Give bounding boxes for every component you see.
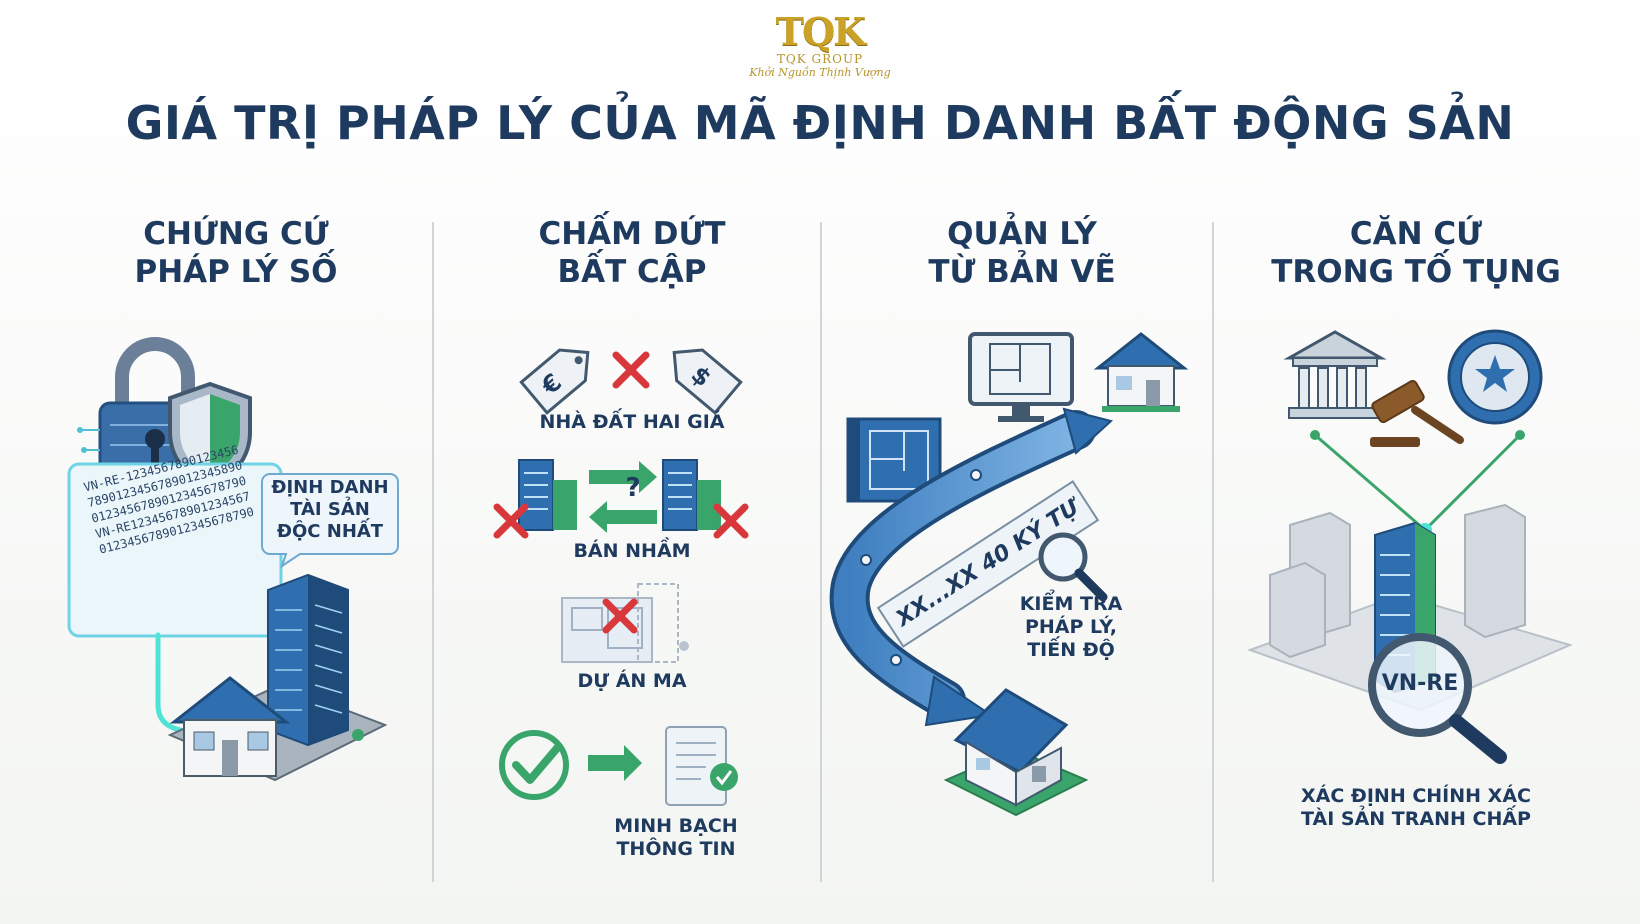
column-title: CĂN CỨ TRONG TỐ TỤNG xyxy=(1220,215,1612,291)
ghost-project-icon xyxy=(561,583,689,663)
column-blueprint-management: QUẢN LÝ TỪ BẢN VẼ xyxy=(826,215,1218,895)
column-title: QUẢN LÝ TỪ BẢN VẼ xyxy=(826,215,1218,291)
item-label-line: THÔNG TIN xyxy=(616,838,736,860)
column-divider xyxy=(1212,222,1214,882)
bubble-label: ĐỊNH DANH TÀI SẢN ĐỘC NHẤT xyxy=(262,477,398,543)
house-icon xyxy=(169,676,291,777)
check-label-line: KIỂM TRA xyxy=(1019,593,1123,615)
check-label: KIỂM TRA PHÁP LÝ, TIẾN ĐỘ xyxy=(1016,593,1126,662)
item-label: MINH BẠCH THÔNG TIN xyxy=(606,815,746,861)
column-title: CHẤM DỨT BẤT CẬP xyxy=(436,215,828,291)
flow-arrow xyxy=(829,407,1114,727)
bubble-line: ĐỘC NHẤT xyxy=(276,521,384,542)
item-label: NHÀ ĐẤT HAI GIÁ xyxy=(539,411,725,433)
gavel-icon xyxy=(1370,379,1464,447)
caption-line: TÀI SẢN TRANH CHẤP xyxy=(1301,808,1531,830)
price-tag-icon: € $ xyxy=(519,348,743,415)
caption: XÁC ĐỊNH CHÍNH XÁC TÀI SẢN TRANH CHẤP xyxy=(1220,785,1612,831)
logo-name: TQK GROUP xyxy=(776,52,864,66)
column-title-line: BẤT CẬP xyxy=(557,254,707,290)
caption-line: XÁC ĐỊNH CHÍNH XÁC xyxy=(1301,785,1531,807)
logo-mark: TQK xyxy=(775,9,866,54)
column-divider xyxy=(820,222,822,882)
column-title: CHỨNG CỨ PHÁP LÝ SỐ xyxy=(40,215,432,291)
page-title: GIÁ TRỊ PHÁP LÝ CỦA MÃ ĐỊNH DANH BẤT ĐỘN… xyxy=(125,96,1515,150)
item-label: BÁN NHẦM xyxy=(573,540,691,562)
column-title-line: TỪ BẢN VẼ xyxy=(928,254,1116,290)
verified-document-icon xyxy=(499,726,738,806)
column-title-line: CĂN CỨ xyxy=(1349,216,1483,252)
monitor-icon xyxy=(968,332,1074,422)
item-label: DỰ ÁN MA xyxy=(577,670,687,692)
column-digital-evidence: CHỨNG CỨ PHÁP LÝ SỐ VN-RE xyxy=(40,215,432,895)
column-title-line: TRONG TỐ TỤNG xyxy=(1271,254,1561,290)
column-end-shortcomings: CHẤM DỨT BẤT CẬP € $ NHÀ ĐẤT HAI GIÁ xyxy=(436,215,828,895)
cross-icon xyxy=(612,351,650,389)
shield-icon xyxy=(168,381,252,489)
column-title-line: CHẤM DỨT xyxy=(538,216,726,252)
bubble-line: TÀI SẢN xyxy=(290,499,370,520)
check-label-line: TIẾN ĐỘ xyxy=(1027,639,1115,661)
courthouse-icon xyxy=(1283,330,1387,419)
column-title-line: QUẢN LÝ xyxy=(947,216,1097,252)
magnifier-icon xyxy=(1038,532,1108,602)
brand-logo: TQK TQK GROUP Khởi Nguồn Thịnh Vượng xyxy=(720,12,920,80)
house-icon xyxy=(1093,332,1189,412)
magnifier-icon xyxy=(1368,633,1507,764)
house-icon xyxy=(943,688,1089,817)
building-swap-icon xyxy=(493,459,749,539)
bubble-line: ĐỊNH DANH xyxy=(271,477,389,498)
connector-lines xyxy=(1310,430,1525,537)
column-litigation-basis: CĂN CỨ TRONG TỐ TỤNG xyxy=(1220,215,1612,895)
question-mark: ? xyxy=(625,473,641,503)
column-divider xyxy=(432,222,434,882)
logo-tagline: Khởi Nguồn Thịnh Vượng xyxy=(749,66,891,79)
column-title-line: CHỨNG CỨ xyxy=(143,216,329,252)
check-label-line: PHÁP LÝ, xyxy=(1024,616,1118,638)
national-emblem-icon xyxy=(1447,329,1543,425)
speech-bubble xyxy=(261,473,399,569)
column-title-line: PHÁP LÝ SỐ xyxy=(134,254,338,290)
lens-label: VN-RE xyxy=(1381,671,1459,696)
item-label-line: MINH BẠCH xyxy=(614,815,738,837)
